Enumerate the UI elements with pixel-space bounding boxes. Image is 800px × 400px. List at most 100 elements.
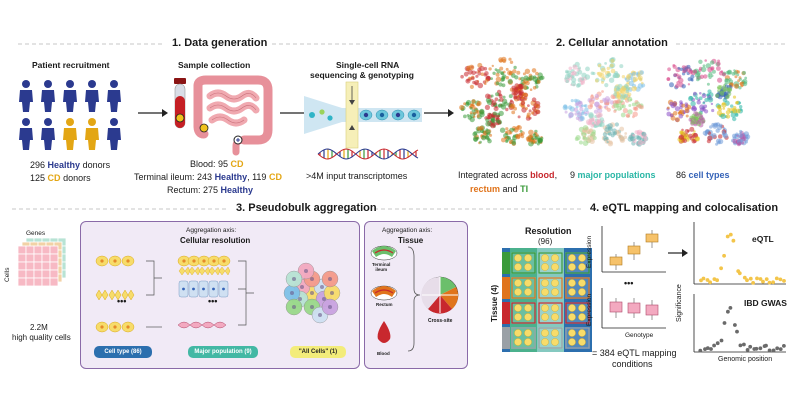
dots-celltype: ••• bbox=[117, 296, 127, 306]
integrated-line-2: rectum and TI bbox=[470, 184, 529, 194]
eqtl-point bbox=[715, 278, 719, 283]
eqtl-point bbox=[755, 276, 759, 281]
tissue-axis-label: Tissue (4) bbox=[490, 284, 499, 322]
person-icon bbox=[41, 80, 55, 112]
gwas-point bbox=[778, 347, 783, 351]
eqtl-boxplot-bottom bbox=[601, 288, 666, 329]
pill-all-cells: "All Cells" (1) bbox=[290, 346, 346, 358]
quality-cells-text: high quality cells bbox=[12, 333, 71, 342]
cell-count: 2.2M bbox=[30, 323, 48, 332]
conditions-line-1: = 384 eQTL mapping bbox=[592, 348, 677, 358]
gwas-point bbox=[782, 344, 786, 348]
tissue-aggregation-diagram bbox=[370, 245, 459, 352]
axis2-title: Tissue bbox=[398, 236, 424, 245]
person-icon bbox=[41, 118, 55, 150]
cells-label: Cells bbox=[4, 267, 11, 282]
person-icon bbox=[85, 118, 99, 150]
eqtl-point bbox=[728, 232, 733, 237]
gwas-point bbox=[735, 329, 739, 334]
gwas-point bbox=[722, 321, 727, 325]
gwas-point bbox=[754, 346, 759, 351]
pill-cell-type: Cell type (86) bbox=[94, 346, 152, 358]
arrow-icon bbox=[138, 109, 168, 117]
arrow-icon bbox=[424, 109, 454, 117]
gwas-point bbox=[733, 323, 737, 327]
patient-recruitment-label: Patient recruitment bbox=[32, 60, 110, 70]
resolution-count: (96) bbox=[538, 237, 553, 246]
person-icon bbox=[63, 80, 77, 112]
microfluidic-droplet-icon bbox=[304, 81, 422, 149]
gwas-point bbox=[771, 348, 776, 353]
expression-label-bottom: Expression bbox=[586, 293, 593, 326]
eqtl-plot-label: eQTL bbox=[752, 234, 774, 244]
axis2-label: Aggregation axis: bbox=[382, 227, 433, 234]
tissue-rectum-label: Rectum bbox=[376, 302, 393, 307]
major-populations-text: 9 major populations bbox=[570, 170, 656, 180]
section-title-eqtl: 4. eQTL mapping and colocalisation bbox=[590, 202, 779, 214]
gwas-point bbox=[712, 343, 716, 348]
eqtl-point bbox=[725, 234, 730, 239]
cell-types-text: 86 cell types bbox=[676, 170, 730, 180]
umap-major-populations bbox=[562, 57, 649, 147]
eqtl-point bbox=[737, 271, 742, 276]
cd-donors-text: 125 CD donors bbox=[30, 173, 91, 183]
eqtl-boxplot-top bbox=[601, 226, 666, 273]
eqtl-point bbox=[771, 280, 775, 285]
person-icon bbox=[63, 118, 77, 150]
pill-major-population: Major population (9) bbox=[188, 346, 258, 358]
gwas-point bbox=[745, 348, 750, 352]
eqtl-point bbox=[758, 277, 763, 281]
eqtl-point bbox=[761, 279, 765, 284]
eqtl-point bbox=[701, 276, 706, 281]
eqtl-point bbox=[778, 277, 783, 282]
eqtl-point bbox=[751, 281, 755, 285]
intestine-blood-tube-icon bbox=[174, 75, 273, 156]
cross-site-label: Cross-site bbox=[428, 318, 453, 324]
gwas-point bbox=[698, 348, 703, 353]
gwas-point bbox=[728, 306, 733, 310]
gwas-point bbox=[764, 343, 768, 348]
gwas-point bbox=[709, 347, 713, 351]
gwas-point bbox=[767, 348, 772, 353]
eqtl-point bbox=[742, 275, 747, 280]
gwas-point bbox=[775, 346, 780, 351]
cell-aggregation-diagram bbox=[95, 255, 341, 333]
eqtl-dots: ••• bbox=[624, 278, 634, 288]
integrated-line-1: Integrated across blood, bbox=[458, 170, 558, 180]
sample-collection-label: Sample collection bbox=[178, 60, 251, 70]
gwas-point bbox=[738, 343, 743, 348]
single-cell-title-2: sequencing & genotyping bbox=[310, 70, 414, 80]
genes-label: Genes bbox=[26, 230, 46, 237]
gwas-point bbox=[726, 309, 730, 314]
person-icon bbox=[107, 118, 121, 150]
eqtl-point bbox=[745, 278, 749, 283]
axis1-title: Cellular resolution bbox=[180, 236, 251, 245]
eqtl-point bbox=[705, 278, 710, 282]
resolution-tissue-grid bbox=[502, 248, 592, 352]
person-icon bbox=[19, 118, 33, 150]
eqtl-point bbox=[764, 277, 769, 281]
section-title-data-generation: 1. Data generation bbox=[172, 37, 268, 49]
gwas-point bbox=[705, 346, 710, 350]
dots-major: ••• bbox=[208, 296, 218, 306]
eqtl-point bbox=[719, 266, 723, 271]
gwas-point bbox=[715, 341, 720, 346]
umap-by-tissue bbox=[459, 56, 545, 147]
gwas-plot-label: IBD GWAS bbox=[744, 298, 787, 308]
transcriptomes-text: >4M input transcriptomes bbox=[306, 171, 408, 181]
eqtl-point bbox=[722, 253, 726, 258]
eqtl-point bbox=[767, 280, 772, 285]
gwas-point bbox=[742, 342, 746, 347]
significance-label: Significance bbox=[676, 284, 683, 322]
conditions-line-2: conditions bbox=[612, 359, 653, 369]
section-title-pseudobulk: 3. Pseudobulk aggregation bbox=[236, 202, 377, 214]
gwas-point bbox=[719, 338, 724, 343]
matrix-layer bbox=[17, 245, 59, 287]
eqtl-point bbox=[708, 280, 712, 285]
terminal-ileum-sample-count: Terminal ileum: 243 Healthy, 119 CD bbox=[134, 172, 282, 182]
eqtl-point bbox=[731, 238, 736, 243]
rectum-sample-count: Rectum: 275 Healthy bbox=[167, 185, 254, 195]
section-title-cellular-annotation: 2. Cellular annotation bbox=[556, 37, 668, 49]
genotype-label: Genotype bbox=[625, 332, 654, 339]
